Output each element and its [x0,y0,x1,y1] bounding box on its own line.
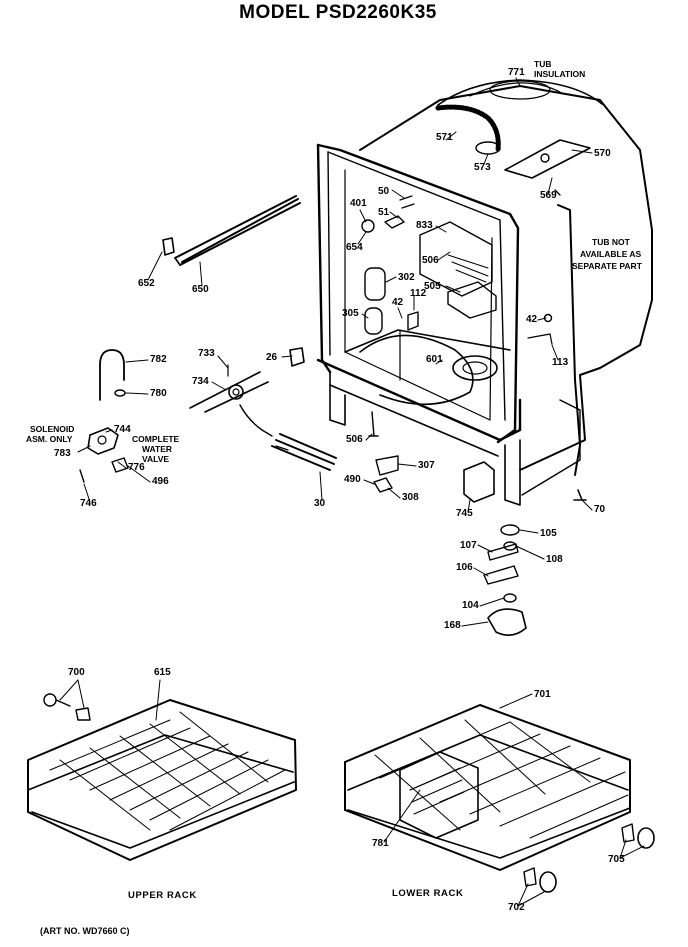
callout-771: 771 [508,67,525,78]
callout-833: 833 [416,220,433,231]
callout-570: 570 [594,148,611,159]
callout-654: 654 [346,242,363,253]
callout-734: 734 [192,376,209,387]
upper-rack [27,693,297,861]
note-water-valve-1: COMPLETE [132,434,180,444]
callout-506: 506 [422,255,439,266]
leader-lines [59,77,645,907]
callout-733: 733 [198,348,215,359]
callout-505: 505 [424,281,441,292]
callout-700: 700 [68,667,85,678]
bottom-rods [271,433,337,471]
note-solenoid-2: ASM. ONLY [26,434,73,444]
note-water-valve-3: VALVE [142,454,169,464]
callout-401: 401 [350,198,367,209]
callout-746: 746 [80,498,97,509]
callout-573: 573 [474,162,491,173]
note-solenoid-1: SOLENOID [30,424,74,434]
callout-705: 705 [608,854,625,865]
callout-783: 783 [54,448,71,459]
tub-outline [359,85,653,376]
float-switch [289,347,305,367]
callout-305: 305 [342,308,359,319]
callout-30: 30 [314,498,326,509]
insulation-coil [435,104,501,153]
junction-box [463,461,495,503]
callout-490: 490 [344,474,361,485]
callout-776: 776 [128,462,145,473]
callout-615: 615 [154,667,171,678]
callout-652: 652 [138,278,155,289]
callout-51: 51 [378,207,390,218]
callout-50: 50 [378,186,390,197]
callout-107: 107 [460,540,477,551]
foot-bracket [487,608,527,636]
callout-702: 702 [508,902,525,913]
callout-104: 104 [462,600,479,611]
callout-113: 113 [552,357,569,368]
callout-26: 26 [266,352,278,363]
callout-650: 650 [192,284,209,295]
callout-569: 569 [540,190,557,201]
note-tub-not-available-2: AVAILABLE AS [580,249,642,259]
note-tub-insulation-1: TUB [534,59,551,69]
callout-168: 168 [444,620,461,631]
upper-rack-caption: UPPER RACK [128,890,197,901]
callout-112: 112 [410,288,427,299]
fill-hose [99,349,125,401]
tub-insulation-dome [437,79,603,106]
upper-rack-frame [27,699,297,861]
lower-rack-frame [344,704,631,871]
callout-302: 302 [398,272,415,283]
callout-108: 108 [546,554,563,565]
heating-element [359,334,474,406]
gasket-clip [162,237,175,256]
water-valve [87,427,119,455]
tub-assembly [316,79,653,506]
callout-307: 307 [418,460,435,471]
callout-701: 701 [534,689,551,700]
door-gasket [162,195,301,266]
top-bracket [504,139,591,179]
notes: TUB INSULATION TUB NOT AVAILABLE AS SEPA… [26,59,643,464]
note-tub-not-available-3: SEPARATE PART [572,261,643,271]
callout-780: 780 [150,388,167,399]
callout-506-base: 506 [346,434,363,445]
callout-106: 106 [456,562,473,573]
detergent-module [419,221,493,297]
base-leg-left [329,371,346,426]
water-valve-group [79,347,305,483]
callout-42: 42 [392,297,404,308]
lower-rack-caption: LOWER RACK [392,888,464,899]
callout-781: 781 [372,838,389,849]
lower-rack [344,704,655,893]
page-title: MODEL PSD2260K35 [239,2,437,23]
callout-782: 782 [150,354,167,365]
tub-front-frame [316,143,520,444]
callout-496: 496 [152,476,169,487]
note-tub-not-available-1: TUB NOT [592,237,631,247]
note-tub-insulation-2: INSULATION [534,69,585,79]
callout-571: 571 [436,132,453,143]
callout-308: 308 [402,492,419,503]
leveling-parts [483,524,527,636]
silverware-basket [399,751,479,839]
callout-42-right: 42 [526,314,538,325]
callouts: 771 571 573 570 569 50 51 401 833 654 30… [54,67,625,913]
callout-601: 601 [426,354,443,365]
callout-70: 70 [594,504,606,515]
callout-105: 105 [540,528,557,539]
base-parts [368,411,587,503]
base-leg-right [504,439,521,506]
art-number: (ART NO. WD7660 C) [40,926,130,936]
note-water-valve-2: WATER [142,444,172,454]
callout-745: 745 [456,508,473,519]
callout-744: 744 [114,424,131,435]
